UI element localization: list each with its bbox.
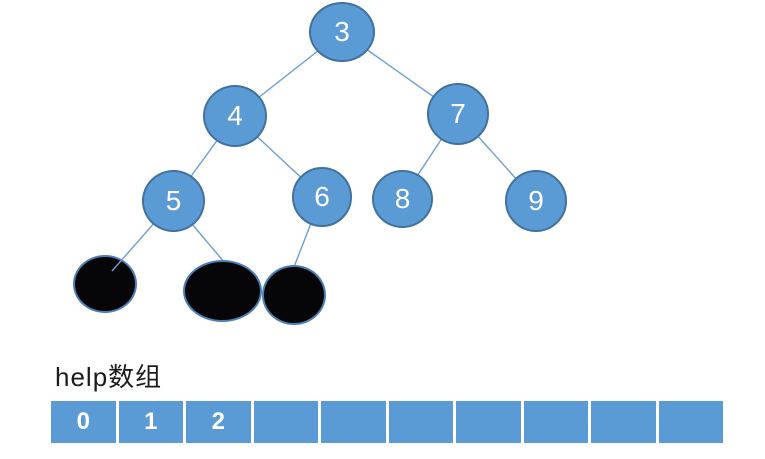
array-cell-9 [658,401,723,443]
tree-node-8: 8 [372,170,433,228]
help-array-label: help数组 [55,362,163,392]
tree-node-filled-2 [183,260,262,322]
array-cell-7 [523,401,588,443]
tree-node-7: 7 [427,83,489,145]
array-cell-6 [456,401,521,443]
array-cell-3 [253,401,318,443]
tree-node-3: 3 [309,2,375,62]
array-cell-0: 0 [51,401,116,443]
tree-node-filled-3 [262,265,326,325]
tree-node-6: 6 [292,167,352,227]
help-array: 0 1 2 [51,401,723,443]
tree-node-9: 9 [505,170,567,232]
tree-node-4: 4 [203,85,267,147]
tree-node-filled-1 [73,255,137,313]
array-cell-1: 1 [118,401,183,443]
array-cell-8 [591,401,656,443]
tree-node-5: 5 [142,170,205,232]
array-cell-5 [388,401,453,443]
array-cell-2: 2 [186,401,251,443]
array-cell-4 [321,401,386,443]
